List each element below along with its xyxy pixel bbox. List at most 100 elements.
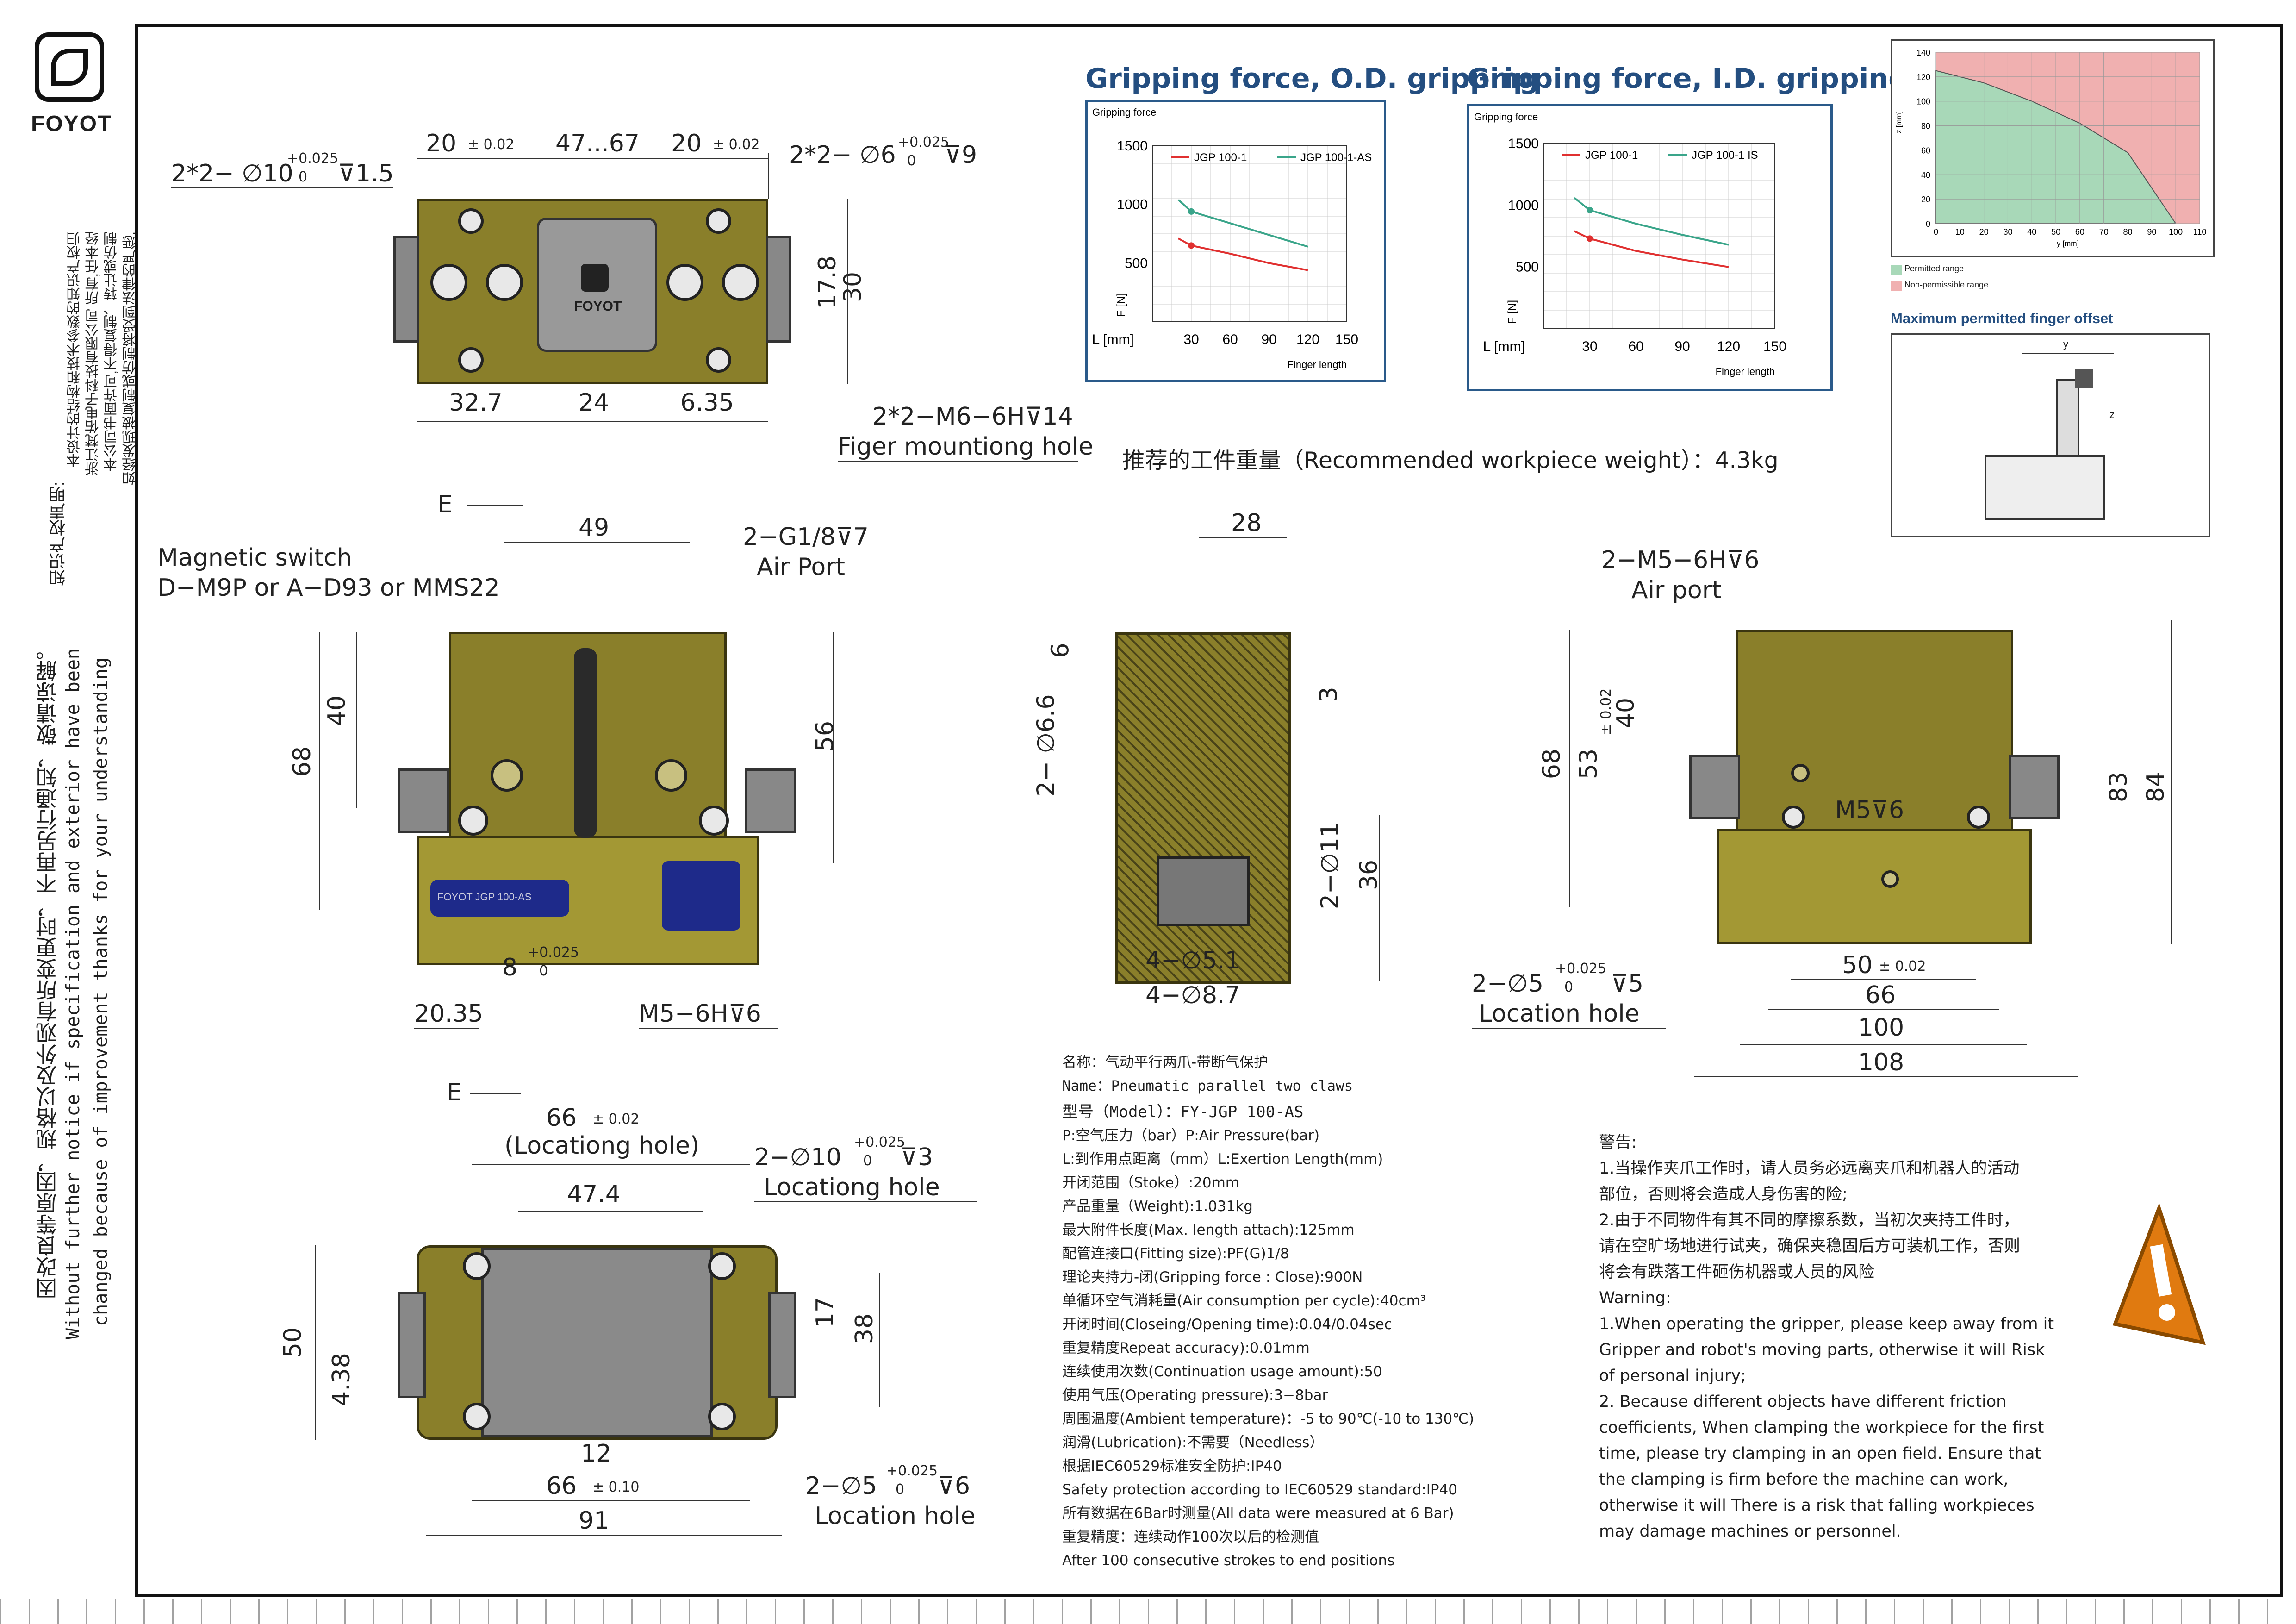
logo-icon-inner	[51, 49, 88, 86]
warning-line-0: 1.当操作夹爪工作时，请人员务必远离夹爪和机器人的活动	[1599, 1159, 2020, 1178]
bottom-loc: 2−∅5	[805, 1472, 877, 1500]
warning-block: 警告: 1.当操作夹爪工作时，请人员务必远离夹爪和机器人的活动 部位，否则将会造…	[1599, 1130, 2071, 1546]
warning-line-4: 将会有跌落工件砸伤机器或人员的风险	[1599, 1263, 1875, 1281]
y-tick-label: 500	[1516, 260, 1539, 275]
bottom-dim-12: 12	[581, 1440, 612, 1468]
drawing-frame	[135, 24, 2283, 1597]
bottom-side-left	[398, 1292, 426, 1398]
logo: FOYOT	[25, 28, 118, 136]
spec-6: 产品重量（Weight):1.031kg	[1062, 1198, 1253, 1215]
x-tick-label: 60	[2075, 227, 2084, 237]
x-tick-label: 100	[2169, 227, 2183, 237]
offset-finger-tip	[2075, 369, 2093, 388]
sec-dim-87: 4−∅8.7	[1145, 981, 1240, 1009]
front-dim-49: 49	[579, 514, 610, 542]
side-tol-53: ± 0.02	[1598, 688, 1615, 736]
bottom-dim-50: 50	[279, 1327, 307, 1358]
bottom-ruler	[0, 1599, 2296, 1624]
front-dim-2035: 20.35	[414, 1000, 483, 1028]
z-axis-label: z [mm]	[1895, 111, 1903, 133]
bottom-hole: 2−∅10	[754, 1143, 842, 1171]
y-tick-label: 1000	[1117, 197, 1148, 212]
y-tick-label: 60	[1921, 146, 1930, 155]
front-view: E 49 2−G1/8⊽7 Air Port Magnetic switch D…	[157, 491, 944, 1037]
top-dim-178: 17.8	[813, 256, 841, 309]
front-dim-68: 68	[288, 746, 317, 777]
y-tick-label: 120	[1916, 73, 1930, 82]
side-dim-66: 66	[1865, 981, 1896, 1009]
chart-od-title: Gripping force, O.D. gripping	[1085, 62, 1539, 95]
ip-line-2: 浙江梵佑电子科技有限公司 所有,任本经	[86, 231, 101, 475]
spec-8: 配管连接口(Fitting size):PF(G)1/8	[1062, 1245, 1289, 1262]
plot-area	[1543, 143, 1775, 329]
spec-17: 根据IEC60529标准安全防护:IP40	[1062, 1458, 1282, 1474]
series-line-0	[1178, 237, 1308, 271]
front-hole-right	[699, 806, 729, 836]
recommended-weight: 推荐的工件重量（Recommended workpiece weight）：4.…	[1122, 447, 1779, 474]
bottom-loc-hole: (Locationg hole)	[504, 1132, 700, 1160]
y-tick-label: 500	[1125, 256, 1148, 271]
spec-11: 开闭时间(Closeing/Opening time):0.04/0.04sec	[1062, 1316, 1392, 1333]
front-valve-right	[745, 768, 796, 833]
spec-2: 型号（Model）：FY-JGP 100-AS	[1062, 1103, 1304, 1121]
top-callout-right-depth: ⊽9	[944, 141, 977, 169]
top-view: FOYOT 20 ± 0.02 47...67 20 ± 0.02 2*2− ∅…	[153, 116, 1101, 486]
front-hole-left	[458, 806, 488, 836]
change-notice-cn: 因改良等原因，规格以及外观有所变更时，不再另行通知，敬请谅解。	[36, 639, 60, 1299]
side-loc-up: +0.025	[1555, 961, 1607, 977]
top-thread: 2*2−M6−6H⊽14	[872, 403, 1073, 431]
y-tick-label: 40	[1921, 170, 1930, 180]
warning-icon	[2112, 1204, 2206, 1345]
bottom-tol-66b: ± 0.10	[592, 1479, 640, 1495]
chart-id-title: Gripping force, I.D. gripping	[1467, 62, 1909, 95]
sec-insert	[1157, 856, 1250, 926]
top-hole-7	[458, 347, 484, 373]
y-tick-label: 1500	[1117, 138, 1148, 154]
spec-list: 名称：气动平行两爪-带断气保护 Name：Pneumatic parallel …	[1062, 1051, 1516, 1579]
x-tick-label: 150	[1335, 332, 1358, 347]
side-port-label: Air port	[1631, 576, 1722, 604]
spec-16: 润滑(Lubrication):不需要（Needless）	[1062, 1434, 1324, 1451]
top-dim-30: 30	[839, 271, 867, 303]
bottom-dim-17: 17	[811, 1297, 840, 1328]
bottom-loc-depth: ⊽6	[937, 1472, 971, 1500]
legend-label-1: JGP 100-1 IS	[1692, 149, 1758, 162]
offset-y-mark: y	[2063, 338, 2068, 350]
change-notice-en-1: Without further notice if specification …	[62, 648, 84, 1340]
spec-1: Name：Pneumatic parallel two claws	[1062, 1078, 1353, 1094]
spec-0: 名称：气动平行两爪-带断气保护	[1062, 1054, 1269, 1071]
bottom-loc-lo: 0	[896, 1481, 905, 1498]
x-tick-label: 30	[1183, 332, 1199, 347]
warning-line-1: 部位，否则将会造成人身伤害的险;	[1599, 1185, 1848, 1204]
bottom-hole-up: +0.025	[854, 1134, 906, 1150]
top-tol-a: ± 0.02	[467, 137, 515, 153]
series-point-1	[1188, 208, 1195, 215]
y-tick-label: 140	[1916, 48, 1930, 57]
bottom-view: E 66 ± 0.02 (Locationg hole) 47.4 2−∅10 …	[259, 1079, 1009, 1542]
top-hole-1	[430, 264, 467, 301]
bottom-dim-91: 91	[579, 1507, 610, 1535]
y-tick-label: 0	[1926, 219, 1930, 229]
front-port-label: Air Port	[757, 553, 846, 581]
top-side-right	[766, 236, 791, 343]
top-callout-right: 2*2− ∅6	[789, 141, 896, 169]
warning-line-14: may damage machines or personnel.	[1599, 1522, 1901, 1541]
top-hole-2	[486, 264, 523, 301]
y-tick-label: 80	[1921, 122, 1930, 131]
x-tick-label: 110	[2193, 227, 2207, 237]
warning-line-2: 2.由于不同物件有其不同的摩擦系数，当初次夹持工件时，	[1599, 1211, 2020, 1230]
side-loc: 2−∅5	[1472, 970, 1544, 998]
plot-area	[1152, 145, 1347, 322]
side-dim-40: 40	[1612, 697, 1640, 729]
offset-legend-bad-swatch	[1891, 281, 1902, 291]
spec-14: 使用气压(Operating pressure):3−8bar	[1062, 1387, 1328, 1404]
offset-legend-ok-swatch	[1891, 265, 1902, 275]
y-axis-label: Gripping force	[1474, 111, 1538, 123]
top-hole-5	[458, 208, 484, 234]
side-loc-label: Location hole	[1479, 1000, 1640, 1028]
y-unit: F [N]	[1115, 293, 1127, 317]
sec-dim-11: 2−∅11	[1316, 822, 1344, 910]
